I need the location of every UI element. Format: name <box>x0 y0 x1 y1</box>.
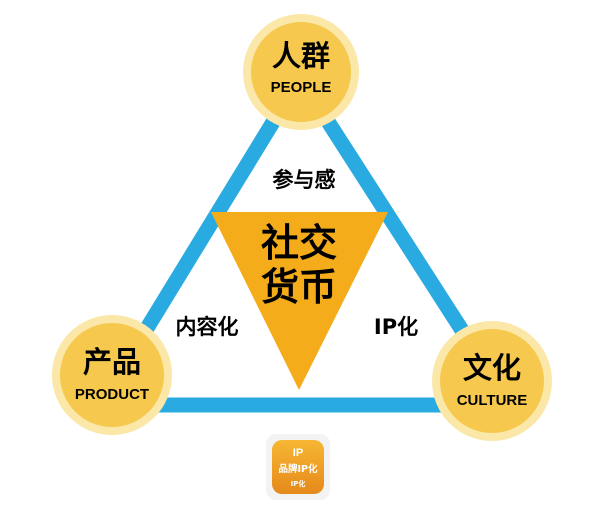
node-people-circle <box>251 22 351 122</box>
node-culture: 文化 CULTURE <box>432 321 552 441</box>
center-label-line2: 货币 <box>261 265 337 309</box>
node-culture-circle <box>440 329 544 433</box>
node-people-label: 人群 <box>272 39 330 73</box>
node-product-label: 产品 <box>83 345 141 379</box>
edge-label-right: IP化 <box>374 315 418 339</box>
node-product: 产品 PRODUCT <box>52 315 172 435</box>
node-product-circle <box>60 323 164 427</box>
node-product-sublabel: PRODUCT <box>75 386 149 403</box>
node-culture-label: 文化 <box>463 351 521 385</box>
center-inverted-triangle <box>211 212 388 390</box>
center-label-line1: 社交 <box>261 221 337 265</box>
triangle-outline <box>92 70 518 413</box>
edge-label-top: 参与感 <box>273 168 336 192</box>
node-people-sublabel: PEOPLE <box>271 79 332 96</box>
brand-logo: IP 品牌IP化 IP化 <box>266 434 330 500</box>
brand-logo-top: IP <box>293 447 303 459</box>
triangle-edges <box>92 70 518 413</box>
brand-logo-middle: 品牌IP化 <box>279 463 318 475</box>
brand-logo-bottom: IP化 <box>291 479 306 488</box>
node-people: 人群 PEOPLE <box>243 14 359 130</box>
brand-logo-tile <box>272 440 324 494</box>
edge-label-left: 内容化 <box>176 315 239 339</box>
node-culture-sublabel: CULTURE <box>457 392 528 409</box>
